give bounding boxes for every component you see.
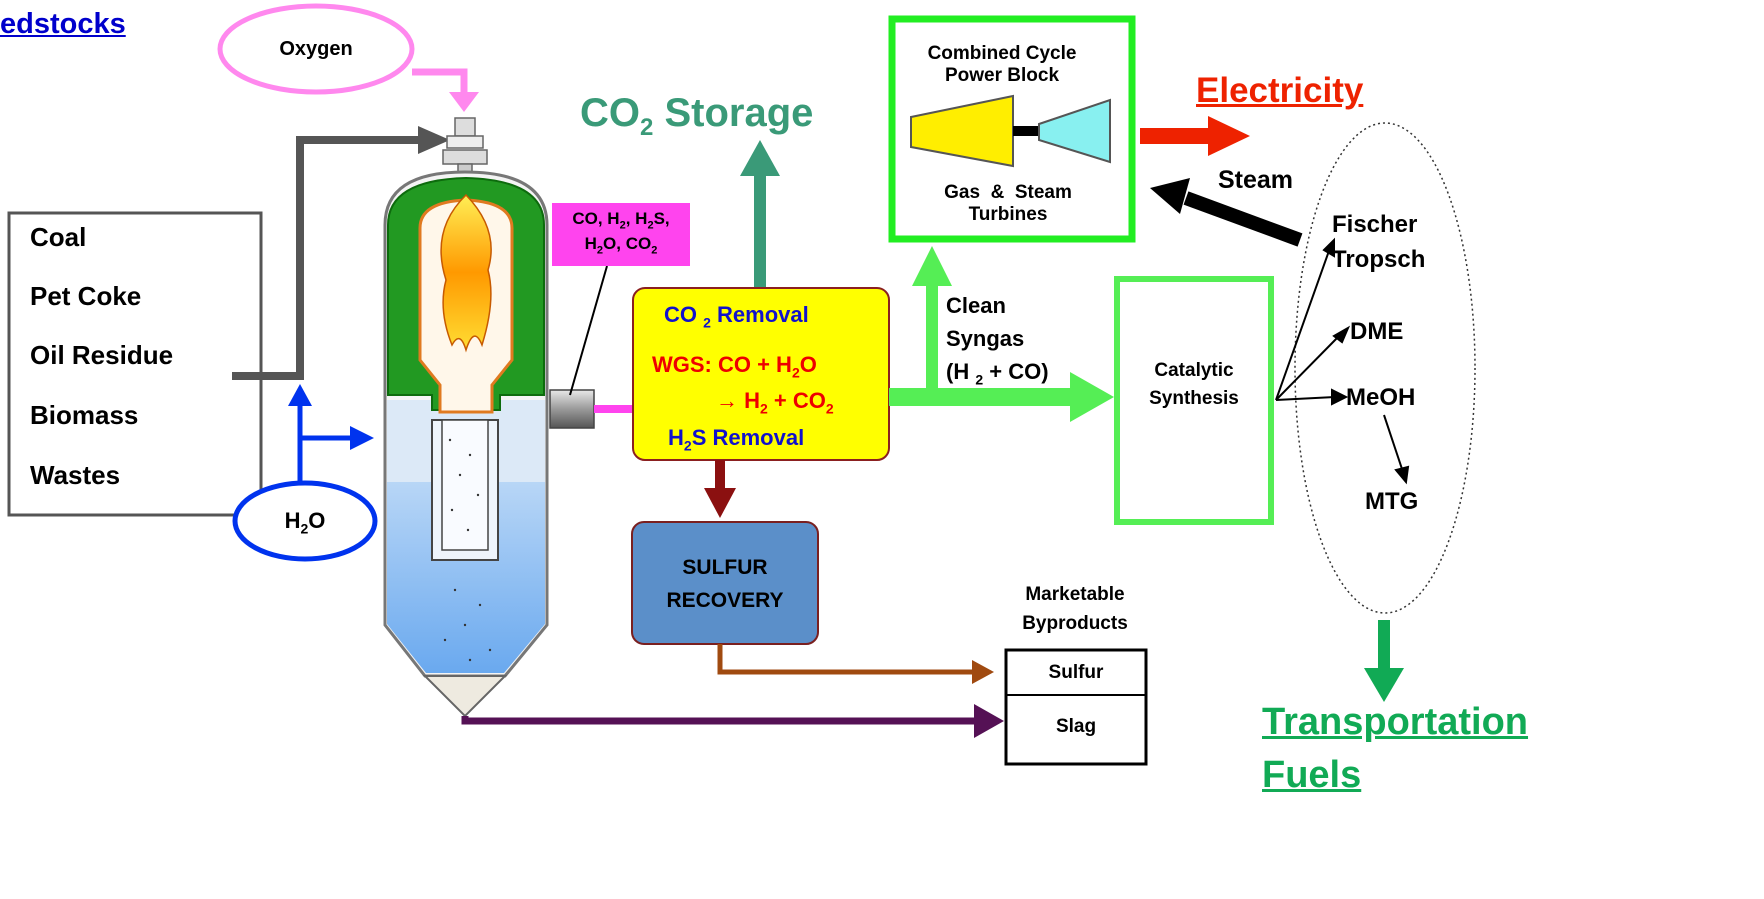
sulfur-recovery-label: SULFUR RECOVERY [666,556,784,612]
product-tropsch: Tropsch [1332,246,1426,273]
transport-arrowhead [1364,668,1404,702]
products-ellipse [1294,122,1476,614]
transportation-fuels-label: Transportation Fuels [1262,701,1529,797]
feed-line [232,136,420,380]
gas-composition-box [552,203,690,266]
sulfur-recovery-box [631,521,819,645]
byproducts-title: Marketable Byproducts [1022,584,1128,635]
feed-arrowhead [418,126,450,154]
steam-label: Steam [1218,166,1294,194]
gasifier [383,117,595,718]
steam-turbine [1038,98,1111,164]
oxygen-arrowhead [449,92,479,112]
h2s-to-sulfur-arrowhead [704,488,736,518]
co2-removal-label: CO 2 Removal [664,302,809,331]
slag-product-line [461,716,976,725]
gas-cleanup-box [632,287,890,461]
syngas-to-power-arrowhead [912,246,952,286]
turbine-shaft [1013,126,1041,136]
sulfur-product-arrowhead [972,660,994,684]
water-ellipse [232,480,378,562]
sulfur-product-line [717,644,974,675]
steam-line [1183,191,1303,247]
feedstock-biomass: Biomass [30,400,139,430]
gas-turbine [910,94,1014,168]
power-block-subtitle: Gas & Steam Turbines [944,182,1072,225]
steam-arrowhead [1150,178,1190,214]
wgs-products-label: → H2 + CO2 [716,388,834,417]
co2-storage-arrowhead [740,140,780,176]
feedstock-wastes: Wastes [30,460,121,490]
gas-label-pointer [569,265,608,396]
product-meoh: MeOH [1346,384,1416,411]
byproducts-box [1004,648,1148,766]
oxygen-ellipse [217,3,415,95]
oxygen-label: Oxygen [279,38,353,60]
feedstock-box [7,211,263,517]
syngas-outlet-pipe [549,389,595,429]
clean-syngas-arrowhead [1070,372,1114,422]
byproduct-slag: Slag [1055,716,1097,737]
slag-product-arrowhead [974,704,1004,738]
clean-syngas-label: Clean Syngas (H 2 + CO) [946,293,1049,388]
h2s-removal-label: H2S Removal [668,425,805,454]
flame [440,193,492,353]
catalytic-synthesis-label: Catalytic Synthesis [1149,360,1239,409]
product-dme: DME [1350,318,1404,345]
oxygen-line [412,68,468,100]
feedstocks-heading: edstocks [0,8,126,40]
byproduct-sulfur: Sulfur [1048,662,1104,683]
water-label: H2O [284,508,326,537]
co2-storage-label: CO2 Storage [580,91,814,141]
product-mtg: MTG [1365,488,1419,515]
wgs-label: WGS: CO + H2O [652,352,817,381]
water-up-arrowhead [288,384,312,406]
water-right-arrowhead [350,426,374,450]
gas-composition-label: CO, H2, H2S, H2O, CO2 [572,209,670,257]
feedstock-coal: Coal [30,222,87,252]
feedstock-oil-residue: Oil Residue [30,340,174,370]
product-fischer: Fischer [1332,211,1418,238]
catalytic-synthesis-box [1114,276,1274,525]
electricity-arrowhead [1208,116,1250,156]
slag-hopper [422,675,508,718]
electricity-label: Electricity [1196,71,1364,110]
power-block-title: Combined Cycle Power Block [927,43,1077,86]
feedstock-pet-coke: Pet Coke [30,281,142,311]
product-arrows [1275,237,1410,485]
